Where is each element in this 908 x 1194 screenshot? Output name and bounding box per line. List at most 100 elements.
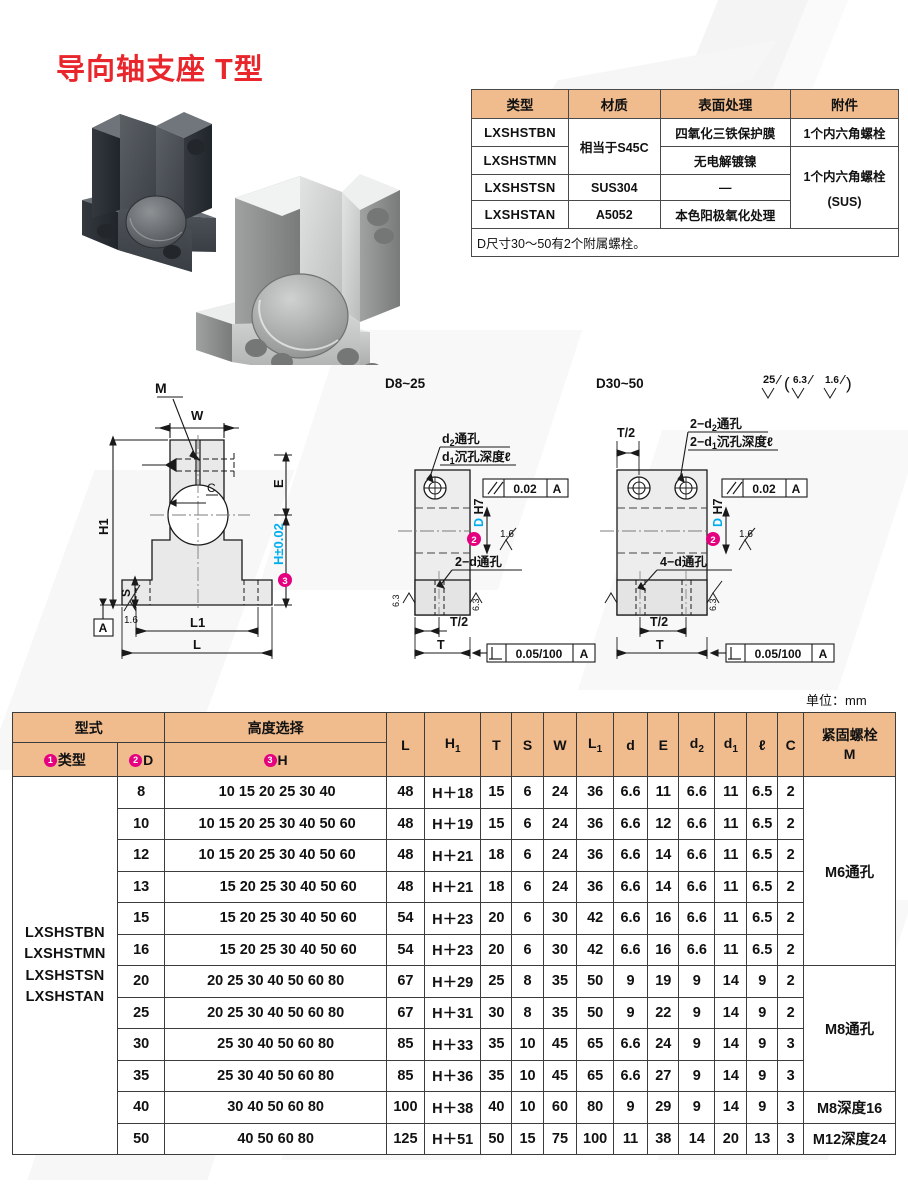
spec-cell-L1: 80 — [576, 1091, 614, 1124]
unit-note: 单位：mm — [806, 693, 867, 708]
material-type: LXSHSTAN — [471, 200, 569, 229]
spec-header-H1: H1 — [424, 712, 482, 777]
spec-cell-d2: 6.6 — [678, 933, 716, 966]
spec-cell-C: 3 — [777, 1028, 805, 1061]
spec-cell-L: 100 — [385, 1091, 426, 1124]
spec-cell-d2: 9 — [678, 1091, 716, 1124]
material-surface: 本色阳极氧化处理 — [659, 200, 792, 229]
spec-cell-E: 19 — [647, 965, 680, 998]
spec-cell-d: 11 — [612, 1122, 649, 1155]
dim-label-W: W — [191, 408, 204, 423]
spec-cell-l: 9 — [746, 1059, 779, 1092]
spec-cell-S: 6 — [511, 839, 544, 872]
spec-cell-L: 85 — [385, 1028, 426, 1061]
spec-cell-d: 6.6 — [612, 870, 649, 903]
spec-cell-l: 13 — [746, 1122, 779, 1155]
spec-cell-W: 30 — [542, 933, 578, 966]
dim-label-S: S — [119, 589, 133, 597]
spec-cell-L: 125 — [385, 1122, 426, 1155]
spec-cell-L1: 65 — [576, 1028, 614, 1061]
material-surface: 四氧化三铁保护膜 — [659, 118, 792, 147]
drawing-side-view-small: D8~25 d2通孔 d1沉孔深度ℓ — [385, 376, 596, 663]
callout-d2-through-small: d2通孔 — [442, 431, 480, 448]
material-accessory-line1: 1个内六角螺栓 — [803, 170, 886, 184]
spec-cell-D: 10 — [116, 807, 166, 840]
spec-cell-E: 14 — [647, 870, 680, 903]
spec-cell-l: 9 — [746, 996, 779, 1029]
spec-cell-C: 2 — [777, 776, 805, 809]
spec-group-header-model: 型式 — [11, 712, 166, 743]
material-accessory: 1个内六角螺栓 — [790, 118, 899, 147]
spec-cell-E: 24 — [647, 1028, 680, 1061]
spec-cell-T: 20 — [480, 902, 513, 935]
spec-cell-d: 6.6 — [612, 807, 649, 840]
spec-cell-d: 6.6 — [612, 1028, 649, 1061]
spec-cell-C: 2 — [777, 902, 805, 935]
material-header-surface: 表面处理 — [659, 89, 792, 119]
finish-6-3-right-large: 6.3 — [708, 598, 718, 611]
spec-header-d: d — [612, 712, 649, 777]
material-surface: 无电解镀镍 — [659, 146, 792, 175]
spec-cell-l: 6.5 — [746, 933, 779, 966]
spec-header-d1: d1 — [714, 712, 748, 777]
spec-cell-E: 16 — [647, 902, 680, 935]
spec-cell-W: 45 — [542, 1059, 578, 1092]
spec-cell-d2: 9 — [678, 965, 716, 998]
spec-cell-T: 18 — [480, 839, 513, 872]
spec-cell-C: 2 — [777, 933, 805, 966]
spec-cell-d2: 9 — [678, 1028, 716, 1061]
spec-cell-T: 15 — [480, 776, 513, 809]
spec-cell-L1: 42 — [576, 902, 614, 935]
spec-cell-L: 48 — [385, 870, 426, 903]
spec-cell-E: 27 — [647, 1059, 680, 1092]
spec-header-bolt: 紧固螺栓 M — [803, 712, 896, 777]
spec-cell-C: 2 — [777, 807, 805, 840]
spec-cell-H1: H＋31 — [424, 996, 482, 1029]
dim-label-T-large: T — [656, 638, 664, 652]
spec-cell-L1: 50 — [576, 965, 614, 998]
spec-cell-S: 8 — [511, 996, 544, 1029]
dim-label-L1: L1 — [190, 615, 205, 630]
spec-model-name: LXSHSTMN — [24, 946, 106, 963]
material-material: SUS304 — [567, 174, 661, 201]
material-material: A5052 — [567, 200, 661, 229]
spec-cell-d1: 11 — [714, 807, 748, 840]
spec-cell-l: 9 — [746, 1028, 779, 1061]
bore-label-small: D H7 — [472, 498, 486, 527]
spec-cell-H1: H＋23 — [424, 902, 482, 935]
material-material: 相当于S45C — [567, 118, 661, 175]
spec-header-T: T — [480, 712, 513, 777]
spec-cell-d2: 6.6 — [678, 902, 716, 935]
spec-cell-d1: 11 — [714, 870, 748, 903]
spec-cell-bolt: M8通孔 — [803, 965, 896, 1092]
spec-cell-l: 9 — [746, 965, 779, 998]
badge-1: 1 — [43, 754, 57, 768]
spec-cell-D: 16 — [116, 933, 166, 966]
spec-cell-L1: 36 — [576, 839, 614, 872]
spec-cell-S: 15 — [511, 1122, 544, 1155]
spec-cell-C: 2 — [777, 870, 805, 903]
svg-text:C: C — [207, 481, 216, 495]
spec-header-S: S — [511, 712, 544, 777]
callout-2d2-through-large: 2−d2通孔 — [690, 416, 742, 433]
material-table-footnote-row: D尺寸30〜50有2个附属螺栓。 — [471, 228, 899, 257]
spec-cell-S: 8 — [511, 965, 544, 998]
spec-cell-d2: 14 — [678, 1122, 716, 1155]
callout-d1-counterbore-small: d1沉孔深度ℓ — [442, 449, 511, 466]
spec-cell-L1: 100 — [576, 1122, 614, 1155]
spec-cell-d: 6.6 — [612, 902, 649, 935]
gdt-perpendicularity-datum-small: A — [580, 647, 589, 661]
spec-cell-L: 48 — [385, 776, 426, 809]
spec-header-C: C — [777, 712, 805, 777]
spec-cell-S: 6 — [511, 933, 544, 966]
spec-header-d2: d2 — [678, 712, 716, 777]
spec-cell-C: 3 — [777, 1122, 805, 1155]
spec-cell-d: 6.6 — [612, 1059, 649, 1092]
spec-cell-C: 3 — [777, 1091, 805, 1124]
technical-drawings: C W M H1 S E — [0, 373, 908, 695]
gdt-perpendicularity-value-small: 0.05/100 — [516, 647, 563, 661]
